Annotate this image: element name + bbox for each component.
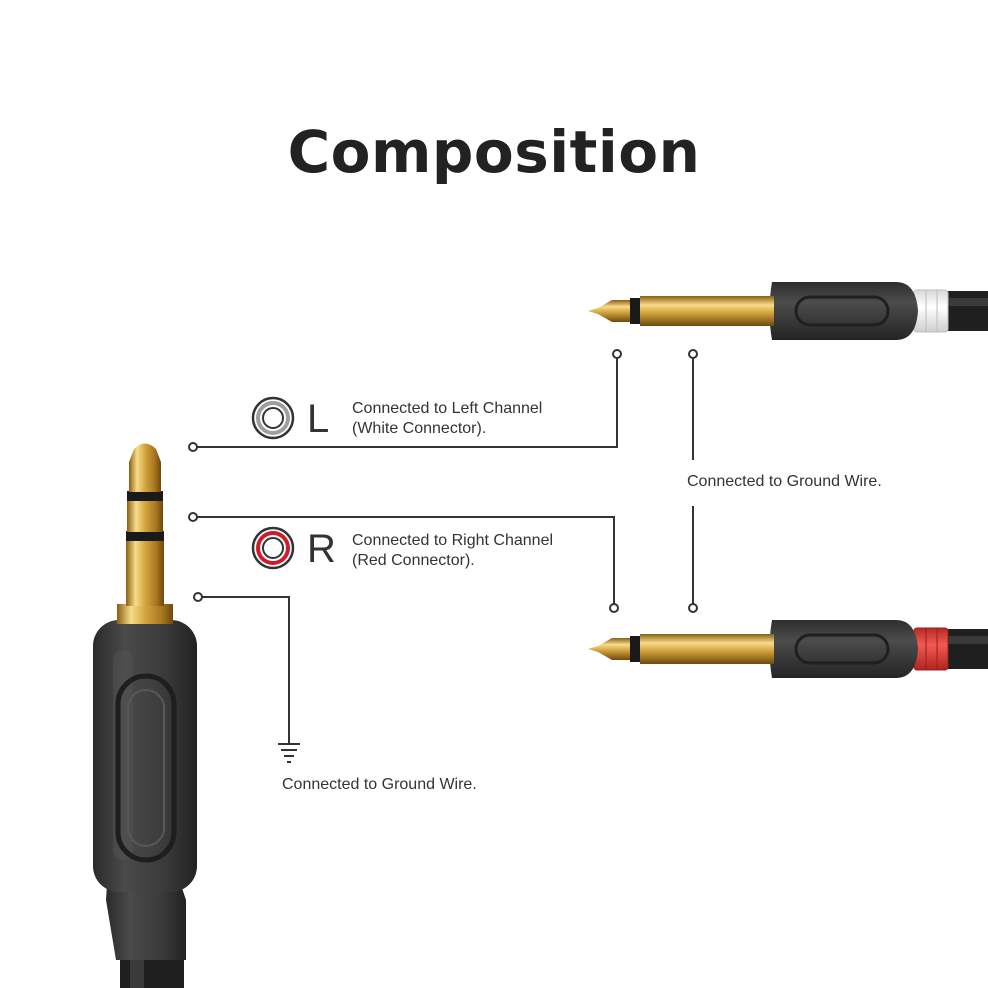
left-channel-label-line2: (White Connector). — [352, 420, 487, 437]
page-title: Composition — [287, 118, 701, 186]
jack-ground-label: Connected to Ground Wire. — [282, 776, 477, 793]
dot-bottom-plug-tip — [609, 603, 619, 613]
left-channel-wire — [193, 354, 618, 448]
dot-top-plug-tip — [612, 349, 622, 359]
right-channel-label-line2: (Red Connector). — [352, 552, 475, 569]
dot-jack-sleeve — [193, 592, 203, 602]
right-channel-label-line1: Connected to Right Channel — [352, 532, 554, 549]
dot-jack-ring — [188, 512, 198, 522]
connection-dots — [188, 349, 698, 613]
dot-jack-tip — [188, 442, 198, 452]
left-channel-label-line1: Connected to Left Channel — [352, 400, 543, 417]
wiring-lines — [193, 354, 694, 722]
top-plug-white — [588, 282, 988, 340]
right-channel-wire — [193, 516, 615, 608]
jack-ground-wire — [198, 596, 290, 722]
right-channel-letter: R — [307, 527, 336, 571]
bottom-plug-red — [588, 620, 988, 678]
brand-logo — [115, 673, 177, 863]
ring-icon-left — [251, 396, 295, 440]
ring-icon-right — [251, 526, 295, 570]
ground-symbol-icon — [278, 722, 300, 763]
dot-top-plug-ground — [688, 349, 698, 359]
plugs-ground-label: Connected to Ground Wire. — [687, 473, 882, 490]
left-channel-letter: L — [307, 397, 330, 441]
dot-bottom-plug-ground — [688, 603, 698, 613]
trs-jack — [93, 443, 197, 988]
